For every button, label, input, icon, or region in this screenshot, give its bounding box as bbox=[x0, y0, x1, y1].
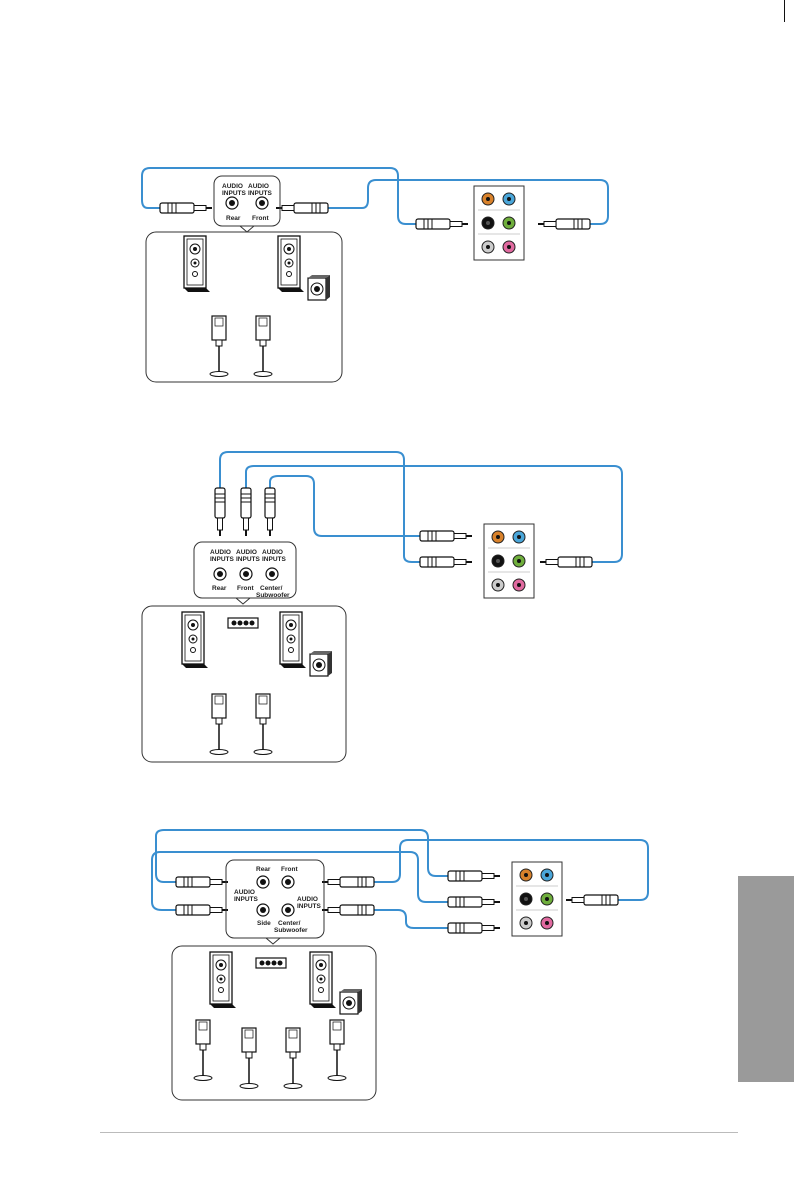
svg-text:INPUTS: INPUTS bbox=[262, 556, 287, 563]
label-rear: Rear bbox=[226, 215, 241, 222]
svg-text:INPUTS: INPUTS bbox=[222, 190, 247, 197]
cable-rear bbox=[142, 168, 416, 224]
speaker-front-left bbox=[184, 236, 210, 292]
label-rear: Rear bbox=[256, 866, 271, 873]
svg-text:INPUTS: INPUTS bbox=[236, 556, 261, 563]
subwoofer bbox=[308, 275, 330, 300]
svg-text:Center/: Center/ bbox=[260, 585, 283, 592]
speaker-area bbox=[146, 232, 342, 382]
footer-rule bbox=[100, 1132, 738, 1133]
speaker-front-right bbox=[278, 236, 304, 292]
svg-text:AUDIO: AUDIO bbox=[297, 896, 318, 903]
svg-text:INPUTS: INPUTS bbox=[234, 896, 259, 903]
svg-text:Subwoofer: Subwoofer bbox=[274, 927, 308, 934]
svg-text:INPUTS: INPUTS bbox=[297, 903, 322, 910]
label-front: Front bbox=[281, 866, 298, 873]
svg-text:AUDIO: AUDIO bbox=[248, 183, 269, 190]
svg-text:Subwoofer: Subwoofer bbox=[256, 592, 290, 599]
label-rear: Rear bbox=[212, 585, 227, 592]
svg-text:Center/: Center/ bbox=[278, 920, 301, 927]
svg-text:INPUTS: INPUTS bbox=[248, 190, 273, 197]
label-front: Front bbox=[237, 585, 254, 592]
diagram-2-channel: AUDIO INPUTS AUDIO INPUTS Rear Front bbox=[0, 0, 608, 382]
label-side: Side bbox=[257, 920, 271, 927]
svg-text:AUDIO: AUDIO bbox=[234, 889, 255, 896]
svg-text:AUDIO: AUDIO bbox=[210, 549, 231, 556]
svg-text:AUDIO: AUDIO bbox=[262, 549, 283, 556]
svg-text:INPUTS: INPUTS bbox=[210, 556, 235, 563]
crop-mark bbox=[784, 0, 785, 22]
chapter-side-tab bbox=[738, 876, 794, 1082]
svg-text:AUDIO: AUDIO bbox=[236, 549, 257, 556]
label-front: Front bbox=[252, 215, 269, 222]
svg-text:AUDIO: AUDIO bbox=[222, 183, 243, 190]
